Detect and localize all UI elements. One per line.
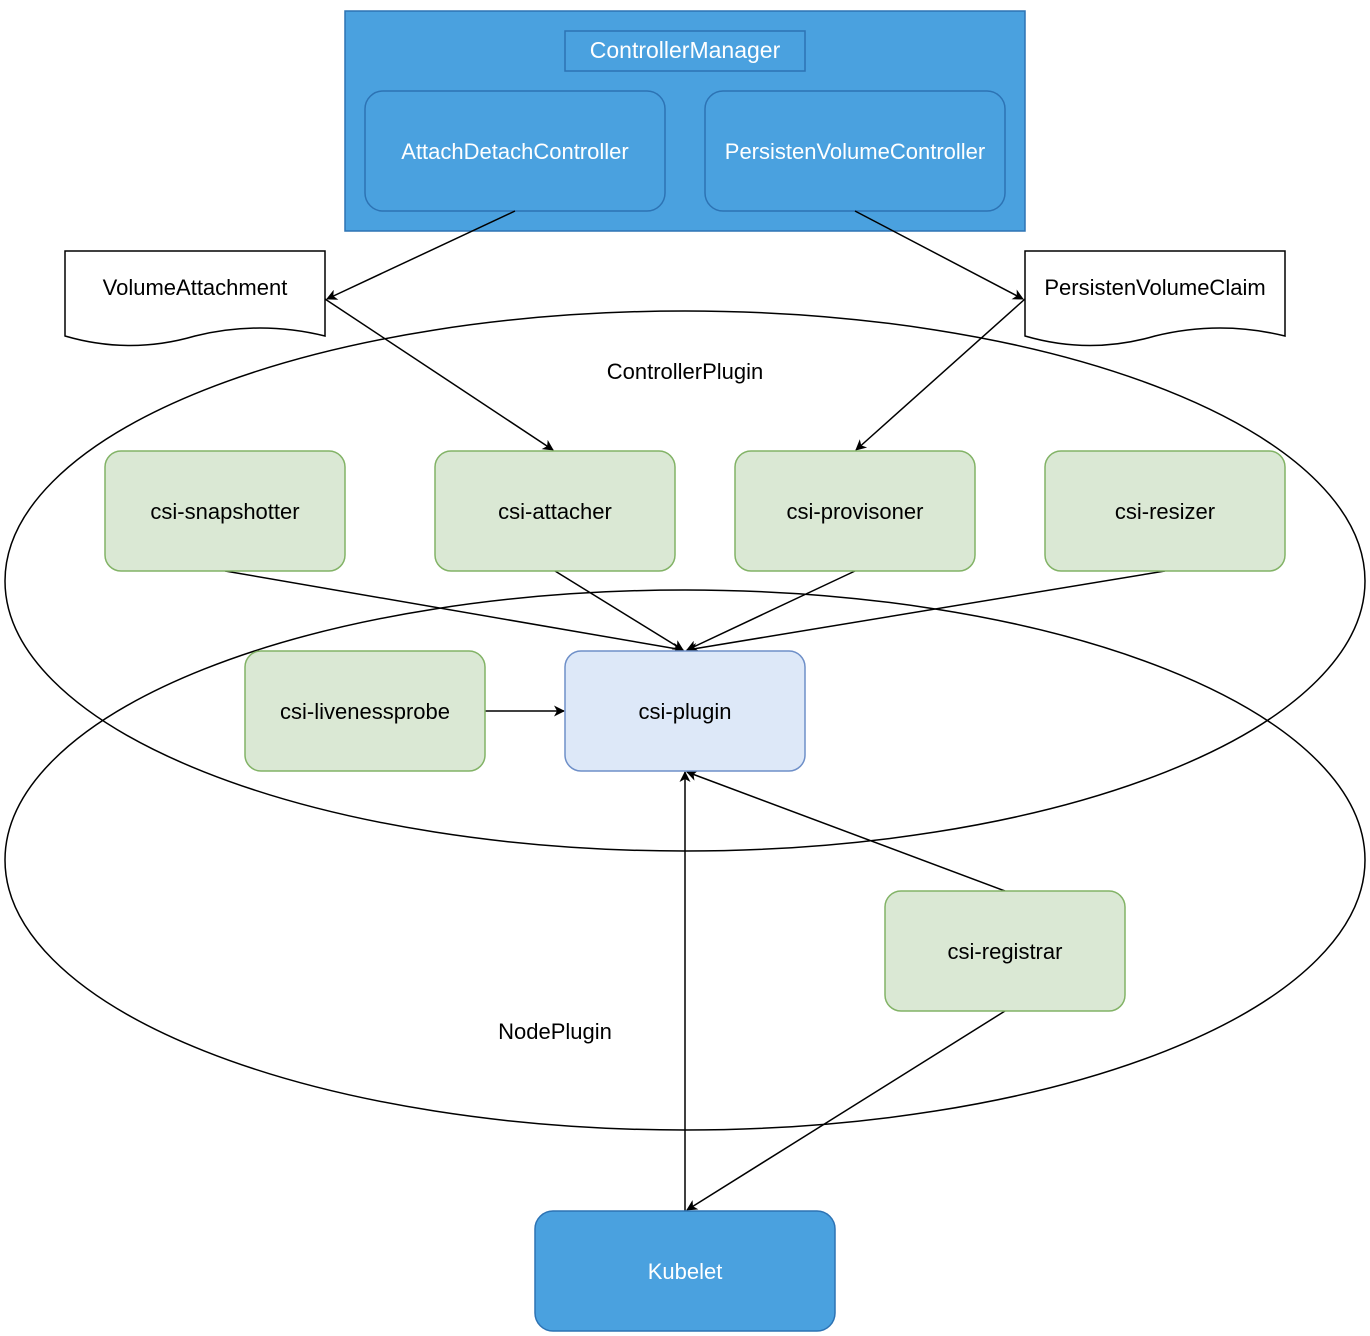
csi-livenessprobe-label: csi-livenessprobe (280, 699, 450, 724)
csi-provisioner-node[interactable]: csi-provisoner (734, 450, 976, 572)
persistent-volume-claim-label: PersistenVolumeClaim (1044, 275, 1265, 300)
arrow-attacher-to-plugin (554, 570, 684, 651)
attach-detach-controller[interactable]: AttachDetachController (364, 90, 666, 212)
csi-snapshotter-node[interactable]: csi-snapshotter (104, 450, 346, 572)
csi-registrar-node[interactable]: csi-registrar (884, 890, 1126, 1012)
persistent-volume-controller[interactable]: PersistenVolumeController (704, 90, 1006, 212)
persistent-volume-controller-label: PersistenVolumeController (725, 139, 985, 164)
arrow-pv-controller-to-pvc (854, 210, 1024, 300)
arrow-attach-detach-to-volume-attachment (326, 210, 516, 300)
csi-provisioner-label: csi-provisoner (787, 499, 924, 524)
kubelet-node[interactable]: Kubelet (534, 1210, 836, 1332)
arrow-resizer-to-plugin (686, 570, 1166, 654)
controller-plugin-label: ControllerPlugin (607, 359, 764, 384)
controller-manager-title-box (564, 30, 806, 72)
csi-livenessprobe-node[interactable]: csi-livenessprobe (244, 650, 486, 772)
csi-plugin-label: csi-plugin (639, 699, 732, 724)
volume-attachment-label: VolumeAttachment (103, 275, 288, 300)
csi-attacher-label: csi-attacher (498, 499, 612, 524)
arrow-provisioner-to-plugin (686, 570, 856, 651)
controller-manager: ControllerManager AttachDetachController… (344, 10, 1026, 232)
csi-attacher-node[interactable]: csi-attacher (434, 450, 676, 572)
arrow-registrar-to-kubelet (686, 1010, 1006, 1211)
arrow-volume-attachment-to-attacher (324, 298, 554, 451)
arrow-snapshotter-to-plugin (224, 570, 684, 654)
csi-resizer-node[interactable]: csi-resizer (1044, 450, 1286, 572)
volume-attachment-document[interactable]: VolumeAttachment (64, 250, 326, 347)
connectors (224, 210, 1166, 1211)
csi-resizer-label: csi-resizer (1115, 499, 1215, 524)
arrow-pvc-to-provisioner (855, 298, 1026, 451)
arrow-registrar-to-plugin (686, 770, 1006, 892)
csi-plugin-node[interactable]: csi-plugin (564, 650, 806, 772)
csi-snapshotter-label: csi-snapshotter (150, 499, 299, 524)
csi-registrar-label: csi-registrar (948, 939, 1063, 964)
controller-manager-title: ControllerManager (590, 37, 781, 63)
persistent-volume-claim-document[interactable]: PersistenVolumeClaim (1024, 250, 1286, 347)
node-plugin-label: NodePlugin (498, 1019, 612, 1044)
attach-detach-controller-label: AttachDetachController (401, 139, 628, 164)
kubelet-label: Kubelet (648, 1259, 723, 1284)
